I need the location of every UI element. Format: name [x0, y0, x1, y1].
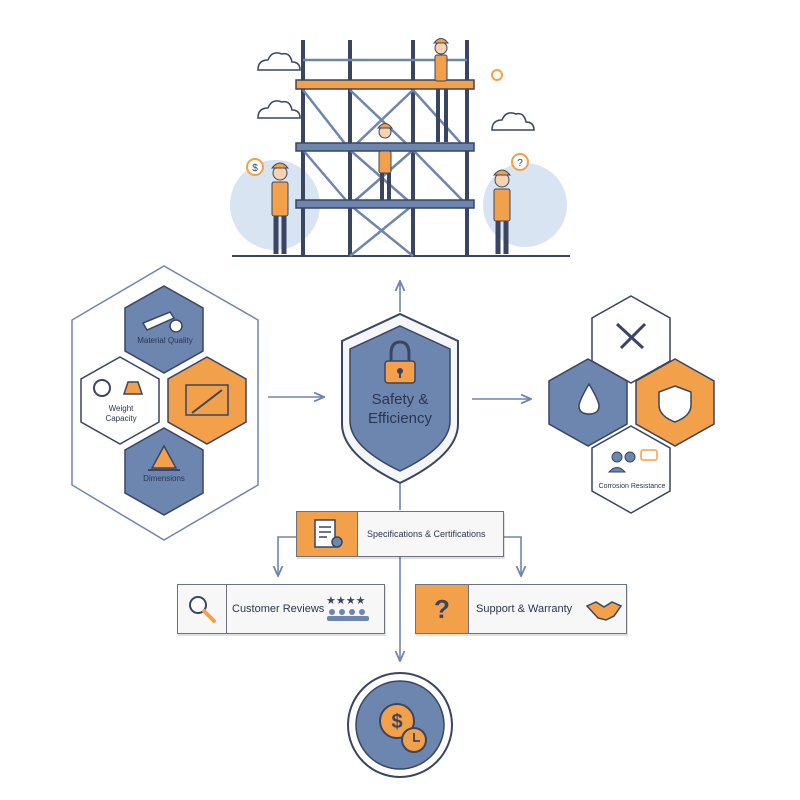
label-weight-capacity-1: Weight [108, 404, 134, 413]
hammer-wrench-icon [615, 322, 647, 350]
padlock-icon [384, 340, 416, 384]
reviews-icon-tile [178, 585, 227, 633]
support-warranty-label: Support & Warranty [476, 603, 573, 615]
hex-weight-capacity [80, 356, 160, 445]
platform [295, 199, 475, 209]
hex-material-quality [124, 285, 204, 374]
certificate-icon [314, 519, 343, 548]
center-title-line2: Efficiency [368, 410, 432, 427]
right-hex-cluster [548, 295, 715, 514]
people-chat-icon [607, 449, 658, 473]
center-title-line1: Safety & [371, 391, 429, 408]
platform [295, 142, 475, 152]
scaffold-illustration: $ ? [230, 38, 570, 257]
water-drop-icon [578, 382, 600, 415]
svg-text:?: ? [517, 158, 523, 169]
handshake-icon [585, 601, 623, 621]
cloud-icon [257, 100, 301, 119]
arrow-down-left [278, 536, 296, 575]
hex-corrosion-resistance [591, 425, 671, 514]
customer-reviews-box: Customer Reviews ★★★★ [177, 584, 385, 634]
connectors [268, 282, 530, 660]
star-rating-people-icon: ★★★★ [326, 594, 369, 621]
cloud-icon [257, 52, 301, 71]
worker-figure [432, 38, 450, 142]
steel-beam-icon [141, 311, 176, 331]
ruler-icon [191, 389, 223, 414]
shield-icon [658, 385, 692, 423]
cluster-outline [71, 265, 259, 541]
label-weight-capacity-2: Capacity [105, 414, 137, 423]
svg-text:$: $ [252, 163, 258, 174]
label-dimensions: Dimensions [143, 474, 185, 483]
support-warranty-box: ? Support & Warranty [415, 584, 627, 634]
blueprint-icon [185, 384, 229, 416]
customer-reviews-label: Customer Reviews [232, 603, 325, 615]
specifications-box: Specifications & Certifications [296, 511, 504, 557]
worker-figure [492, 169, 512, 254]
weight-cone-icon [150, 444, 178, 469]
question-bubble-icon [511, 153, 529, 171]
platform [295, 79, 475, 90]
specifications-label: Specifications & Certifications [367, 529, 486, 539]
label-corrosion-resistance: Corrosion Resistance [598, 483, 666, 490]
weight-icon [122, 381, 144, 395]
sun-icon [491, 69, 503, 81]
svg-text:★★★★: ★★★★ [326, 594, 366, 607]
cloud-icon [491, 112, 535, 131]
label-material-quality: Material Quality [137, 336, 193, 345]
cost-circle: $ [347, 672, 453, 778]
hex-dimensions [124, 427, 204, 516]
specifications-icon-tile [297, 512, 358, 556]
gear-icon [93, 379, 111, 397]
dollar-bubble-icon [246, 158, 264, 176]
magnifier-icon [189, 596, 216, 623]
coin-icon [379, 703, 415, 739]
gear-icon [169, 319, 183, 333]
dollar-glyph: $ [391, 711, 402, 733]
worker-figure [270, 162, 290, 254]
arrow-down-right [503, 536, 521, 575]
question-mark-icon: ? [434, 593, 450, 624]
left-hex-cluster [71, 265, 259, 541]
worker-figure [376, 123, 394, 200]
center-shield [341, 312, 459, 485]
support-icon-tile: ? [416, 585, 469, 633]
shield-inner [349, 325, 451, 472]
